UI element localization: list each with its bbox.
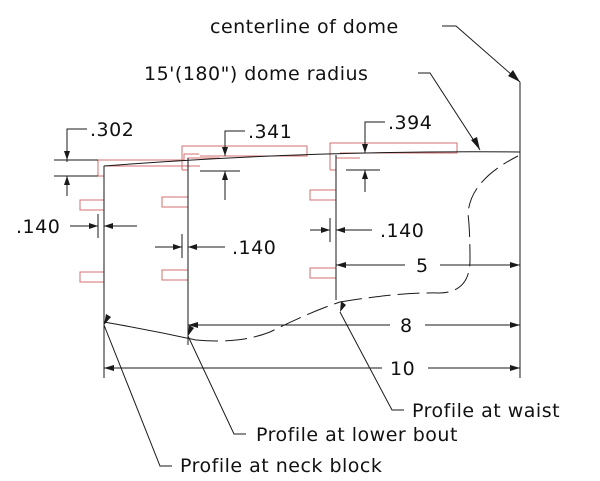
arrow-neck-block	[104, 314, 111, 325]
arrow-waist	[340, 301, 346, 312]
waist-fixture-side	[330, 157, 360, 171]
arrow-140-neck-l	[89, 223, 98, 229]
dim-302-label: .302	[90, 119, 134, 141]
dome-arc	[103, 151, 521, 167]
radius-leader	[418, 72, 481, 151]
dim-394-leader	[364, 121, 385, 153]
arrow-394-top	[362, 144, 368, 153]
arrow-5-l	[336, 262, 346, 268]
centerline-leader	[442, 25, 521, 83]
neck-tab-lower	[79, 271, 105, 283]
profile-lower-bout-label: Profile at lower bout	[256, 424, 458, 446]
waist-dashed-curve	[339, 155, 519, 303]
arrow-140-lower-l	[173, 244, 182, 250]
waist-tab-lower	[309, 267, 337, 279]
dim-394-label: .394	[388, 112, 432, 134]
lower-tab-lower	[161, 269, 189, 281]
dim-341-label: .341	[248, 121, 292, 143]
arrow-8-l	[188, 322, 198, 328]
neck-block-leader	[103, 324, 172, 467]
arrow-341-top	[222, 147, 228, 156]
profile-waist-label: Profile at waist	[412, 400, 560, 422]
dim-302-leader	[66, 128, 87, 162]
arrow-140-waist-r	[336, 227, 345, 233]
centerline-label: centerline of dome	[210, 16, 399, 38]
lower-tab-upper	[161, 196, 189, 208]
arrow-140-waist-l	[321, 227, 330, 233]
neck-bottom-curve	[103, 321, 197, 341]
waist-leader	[339, 311, 404, 411]
arrowheads	[64, 70, 520, 371]
lower-bout-dashed-curve	[195, 301, 341, 342]
dim-140-neck-label: .140	[16, 216, 60, 238]
arrow-140-neck-r	[104, 223, 113, 229]
neck-tab-upper	[79, 199, 105, 211]
dim-140-waist-label: .140	[380, 220, 424, 242]
dim-140-lower-label: .140	[232, 237, 276, 259]
profile-neck-block-label: Profile at neck block	[180, 455, 382, 477]
dim-10-label: 10	[390, 358, 415, 380]
neck-fixture-side	[98, 165, 200, 177]
dim-341-leader	[224, 130, 245, 156]
arrow-10-r	[510, 365, 520, 371]
geometry	[103, 82, 521, 378]
arrow-10-l	[104, 365, 114, 371]
arrow-302-bottom	[64, 176, 70, 185]
arrow-140-lower-r	[188, 244, 197, 250]
arrow-8-r	[510, 322, 520, 328]
waist-tab-upper	[309, 189, 337, 201]
waist-fixture-top	[329, 142, 458, 170]
arrow-341-bottom	[222, 171, 228, 180]
arrow-radius	[471, 137, 480, 150]
dim-5-label: 5	[416, 255, 429, 277]
arrow-394-bottom	[362, 170, 368, 179]
arrow-5-r	[510, 262, 520, 268]
arrow-centerline	[508, 70, 520, 82]
arrow-302-top	[64, 151, 70, 160]
labels: centerline of dome 15'(180") dome radius…	[16, 16, 560, 477]
lower-bout-leader	[187, 335, 246, 435]
dome-radius-label: 15'(180") dome radius	[144, 63, 368, 85]
dim-8-label: 8	[400, 315, 413, 337]
arrow-lower-bout	[188, 325, 194, 336]
